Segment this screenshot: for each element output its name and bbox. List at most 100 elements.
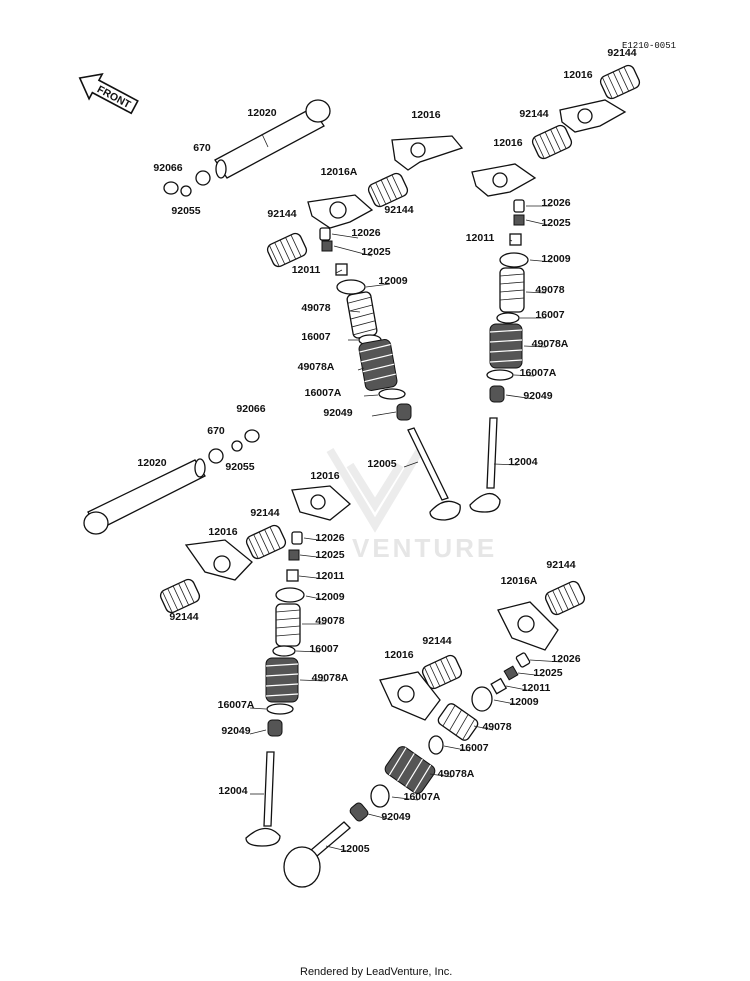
part-label-p23: 12025 [541,217,570,229]
part-label-p62: 16007A [404,791,441,803]
part-label-p20: 92144 [519,108,548,120]
part-label-p61: 49078A [438,768,475,780]
spring-92144-e [245,524,287,560]
retainer-12009-a [336,279,366,295]
part-label-p52: 12016A [501,575,538,587]
part-label-p58: 12009 [509,696,538,708]
rocker-arm-12016-lower-c [379,671,441,721]
diagram-code: E1210-0051 [622,41,676,51]
adjuster-12026-a [319,227,331,241]
part-label-p17: 92049 [323,407,352,419]
part-label-p26: 49078 [535,284,564,296]
part-label-p31: 92066 [236,403,265,415]
rocker-arm-12016-lower-a [291,485,352,521]
rocker-arm-12016A-lower [497,601,559,651]
part-label-p44: 92144 [169,611,198,623]
seat-16007-c [272,645,296,657]
spring-49078A-a [358,339,398,391]
rocker-arm-12016-right-b [471,163,537,197]
part-label-p40: 12026 [315,532,344,544]
rocker-shaft-lower [83,458,206,535]
spring-92144-c [599,64,641,100]
part-label-p32: 670 [207,425,225,437]
part-label-p3: 92066 [153,162,182,174]
seat-16007-d [428,735,444,755]
part-label-p22: 12026 [541,197,570,209]
part-label-p14: 16007 [301,331,330,343]
footer-credit: Rendered by LeadVenture, Inc. [300,966,452,978]
seat-16007A-a [378,388,406,400]
part-label-p47: 49078A [312,672,349,684]
part-label-p34: 12020 [137,457,166,469]
adjuster-12026-d [515,652,531,668]
part-label-p39: 12016 [208,526,237,538]
retainer-12009-d [471,686,493,712]
part-label-p42: 12011 [316,570,345,582]
cap-92066-upper [163,181,179,195]
spring-49078A-b [489,323,523,369]
part-label-p51: 92144 [546,559,575,571]
part-label-p10: 12025 [361,246,390,258]
part-label-p4: 92055 [171,205,200,217]
spring-49078A-c [265,657,299,703]
part-label-p16: 16007A [305,387,342,399]
seat-16007A-d [370,784,390,808]
part-label-p12: 12009 [378,275,407,287]
valve-12005-lower [283,821,351,888]
part-label-p27: 16007 [535,309,564,321]
part-label-p1: 12020 [247,107,276,119]
part-label-p45: 49078 [315,615,344,627]
leader-lines [249,205,563,853]
o-ring-670-lower [208,448,224,464]
nut-12025-c [288,549,300,561]
part-label-p9: 12026 [351,227,380,239]
part-label-p54: 12016 [384,649,413,661]
seat-16007A-b [486,369,514,381]
part-label-p41: 12025 [315,549,344,561]
spring-92144-b [266,232,308,268]
part-label-p13: 49078 [301,302,330,314]
part-label-p5: 12016 [411,109,440,121]
cotter-12011-a [335,263,348,276]
nut-12025-b [513,214,525,226]
nut-12025-a [321,240,333,252]
part-label-p46: 16007 [309,643,338,655]
part-label-p29: 16007A [520,367,557,379]
part-label-p15: 49078A [298,361,335,373]
washer-92055-upper [180,185,192,197]
part-label-p48: 16007A [218,699,255,711]
part-label-p49: 92049 [221,725,250,737]
spring-49078-d [437,703,479,741]
seal-92049-a [396,403,412,421]
spring-92144-h [421,654,463,690]
spring-49078-b [499,267,525,313]
adjuster-12026-c [291,531,303,545]
spring-92144-g [544,580,586,616]
part-label-p50: 12004 [218,785,247,797]
cotter-12011-b [509,233,522,246]
part-label-p60: 16007 [459,742,488,754]
spring-49078-a [346,291,378,339]
seal-92049-b [489,385,505,403]
part-label-p21: 12016 [493,137,522,149]
retainer-12009-c [275,587,305,603]
part-label-p6: 12016A [321,166,358,178]
valve-12004-lower [245,751,281,847]
washer-92055-lower [231,440,243,452]
part-labels: 12020 670 92066 92055 12016 12016A 92144 92144 1… [137,47,636,855]
adjuster-12026-b [513,199,525,213]
spring-49078-c [275,603,301,647]
cotter-12011-d [490,677,508,695]
o-ring-670-upper [195,170,211,186]
retainer-12009-b [499,252,529,268]
nut-12025-d [503,665,519,681]
part-label-p36: 12004 [508,456,537,468]
part-label-p64: 12005 [340,843,369,855]
seal-92049-c [267,719,283,737]
watermark-text: VENTURE [352,533,497,563]
rocker-shaft-upper [214,99,331,179]
part-label-p18: 92144 [607,47,636,59]
rocker-arm-12016-upper-mid [391,135,464,171]
